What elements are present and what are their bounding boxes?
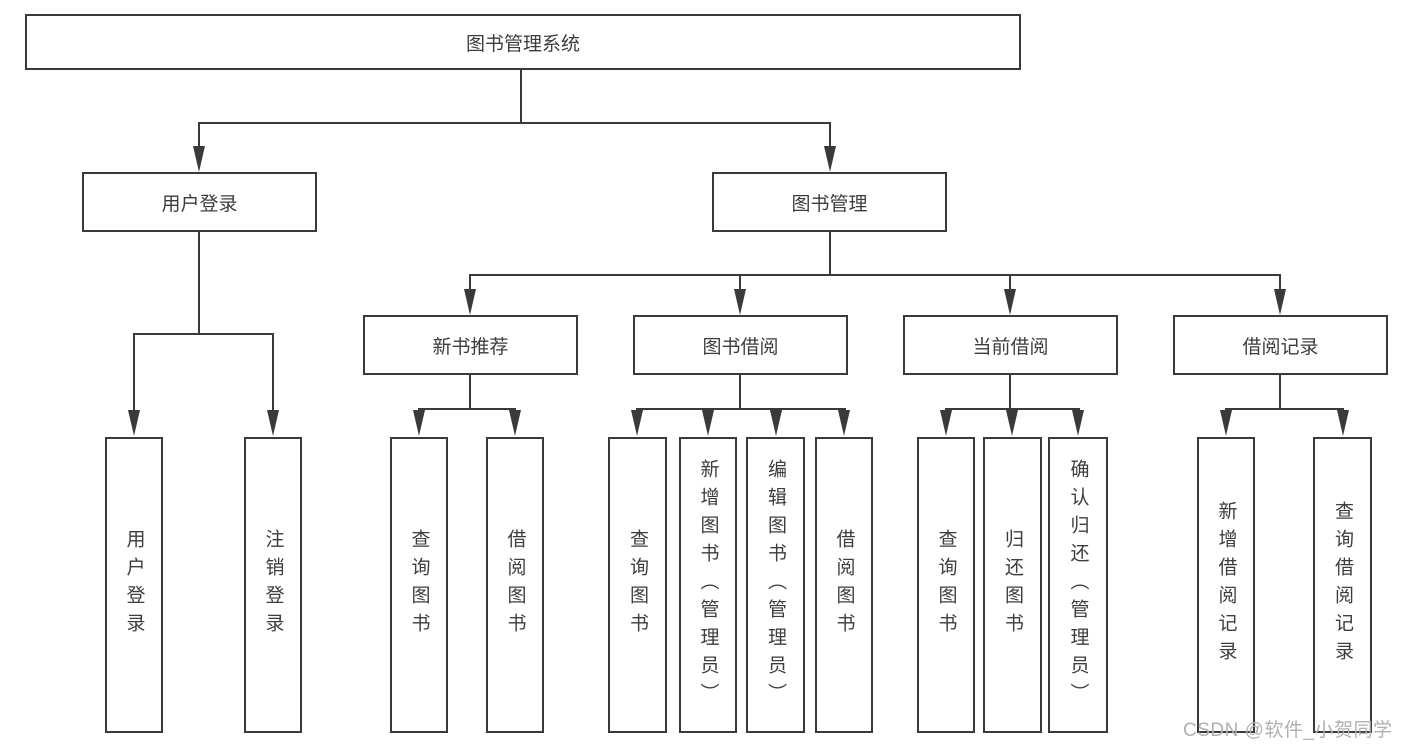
leaf-borrow-books: 借阅图书 bbox=[815, 437, 873, 733]
node-label: 新增图书（管理员） bbox=[697, 459, 719, 711]
connector-line bbox=[739, 274, 741, 290]
arrow-down-icon bbox=[770, 410, 782, 436]
arrow-down-icon bbox=[1220, 410, 1232, 436]
node-current-borrow: 当前借阅 bbox=[903, 315, 1118, 375]
node-label: 借阅记录 bbox=[1242, 336, 1319, 358]
node-label: 查询图书 bbox=[627, 529, 648, 641]
node-new-book-recommend: 新书推荐 bbox=[363, 315, 578, 375]
leaf-query-books-recommend: 查询图书 bbox=[390, 437, 448, 733]
connector-line bbox=[272, 333, 274, 410]
arrow-down-icon bbox=[193, 146, 205, 172]
arrow-down-icon bbox=[824, 146, 836, 172]
arrow-down-icon bbox=[1072, 410, 1084, 436]
node-label: 确认归还（管理员） bbox=[1067, 459, 1089, 711]
node-label: 归还图书 bbox=[1002, 529, 1023, 641]
arrow-down-icon bbox=[734, 289, 746, 315]
connector-line bbox=[469, 274, 471, 290]
connector-line bbox=[829, 122, 831, 150]
arrow-down-icon bbox=[464, 289, 476, 315]
node-label: 注销登录 bbox=[262, 529, 284, 641]
arrow-down-icon bbox=[1004, 289, 1016, 315]
arrow-down-icon bbox=[838, 410, 850, 436]
connector-line bbox=[739, 375, 741, 408]
connector-line bbox=[520, 70, 522, 122]
node-label: 查询图书 bbox=[935, 529, 957, 641]
connector-line bbox=[198, 122, 831, 124]
node-label: 用户登录 bbox=[123, 529, 145, 641]
node-user-login: 用户登录 bbox=[82, 172, 317, 232]
connector-line bbox=[469, 375, 471, 408]
leaf-query-books-current: 查询图书 bbox=[917, 437, 975, 733]
node-book-borrow: 图书借阅 bbox=[633, 315, 848, 375]
connector-line bbox=[1009, 274, 1011, 290]
node-label: 借阅图书 bbox=[504, 529, 526, 641]
connector-line bbox=[469, 274, 1281, 276]
connector-line bbox=[1225, 408, 1344, 410]
leaf-add-borrow-record: 新增借阅记录 bbox=[1197, 437, 1255, 733]
node-label: 借阅图书 bbox=[833, 529, 855, 641]
node-label: 查询借阅记录 bbox=[1332, 501, 1353, 669]
node-label: 编辑图书（管理员） bbox=[765, 459, 786, 711]
node-label: 当前借阅 bbox=[972, 336, 1049, 358]
leaf-add-books-admin: 新增图书（管理员） bbox=[679, 437, 737, 733]
connector-line bbox=[133, 333, 274, 335]
leaf-borrow-books-recommend: 借阅图书 bbox=[486, 437, 544, 733]
arrow-down-icon bbox=[267, 410, 279, 436]
node-label: 图书管理 bbox=[791, 193, 868, 215]
node-label: 新书推荐 bbox=[432, 336, 509, 358]
connector-line bbox=[133, 333, 135, 410]
leaf-query-books-borrow: 查询图书 bbox=[608, 437, 667, 733]
arrow-down-icon bbox=[1006, 410, 1018, 436]
arrow-down-icon bbox=[1274, 289, 1286, 315]
arrow-down-icon bbox=[702, 410, 714, 436]
arrow-down-icon bbox=[940, 410, 952, 436]
node-root: 图书管理系统 bbox=[25, 14, 1021, 70]
watermark: CSDN @软件_小贺同学 bbox=[1183, 720, 1393, 741]
leaf-edit-books-admin: 编辑图书（管理员） bbox=[746, 437, 805, 733]
leaf-logout: 注销登录 bbox=[244, 437, 302, 733]
leaf-user-login: 用户登录 bbox=[105, 437, 163, 733]
node-label: 图书借阅 bbox=[702, 336, 779, 358]
leaf-query-borrow-record: 查询借阅记录 bbox=[1313, 437, 1372, 733]
connector-line bbox=[198, 122, 200, 150]
arrow-down-icon bbox=[413, 410, 425, 436]
node-book-management: 图书管理 bbox=[712, 172, 947, 232]
node-label: 图书管理系统 bbox=[465, 33, 580, 55]
node-borrow-records: 借阅记录 bbox=[1173, 315, 1388, 375]
connector-line bbox=[829, 232, 831, 274]
leaf-return-books: 归还图书 bbox=[983, 437, 1042, 733]
connector-line bbox=[1279, 375, 1281, 408]
node-label: 查询图书 bbox=[408, 529, 430, 641]
node-label: 新增借阅记录 bbox=[1215, 501, 1237, 669]
connector-line bbox=[636, 408, 846, 410]
connector-line bbox=[1279, 274, 1281, 290]
leaf-confirm-return-admin: 确认归还（管理员） bbox=[1048, 437, 1108, 733]
connector-line bbox=[1009, 375, 1011, 408]
connector-line bbox=[198, 232, 200, 333]
node-label: 用户登录 bbox=[161, 193, 238, 215]
arrow-down-icon bbox=[1337, 410, 1349, 436]
arrow-down-icon bbox=[631, 410, 643, 436]
connector-line bbox=[418, 408, 516, 410]
arrow-down-icon bbox=[128, 410, 140, 436]
arrow-down-icon bbox=[509, 410, 521, 436]
